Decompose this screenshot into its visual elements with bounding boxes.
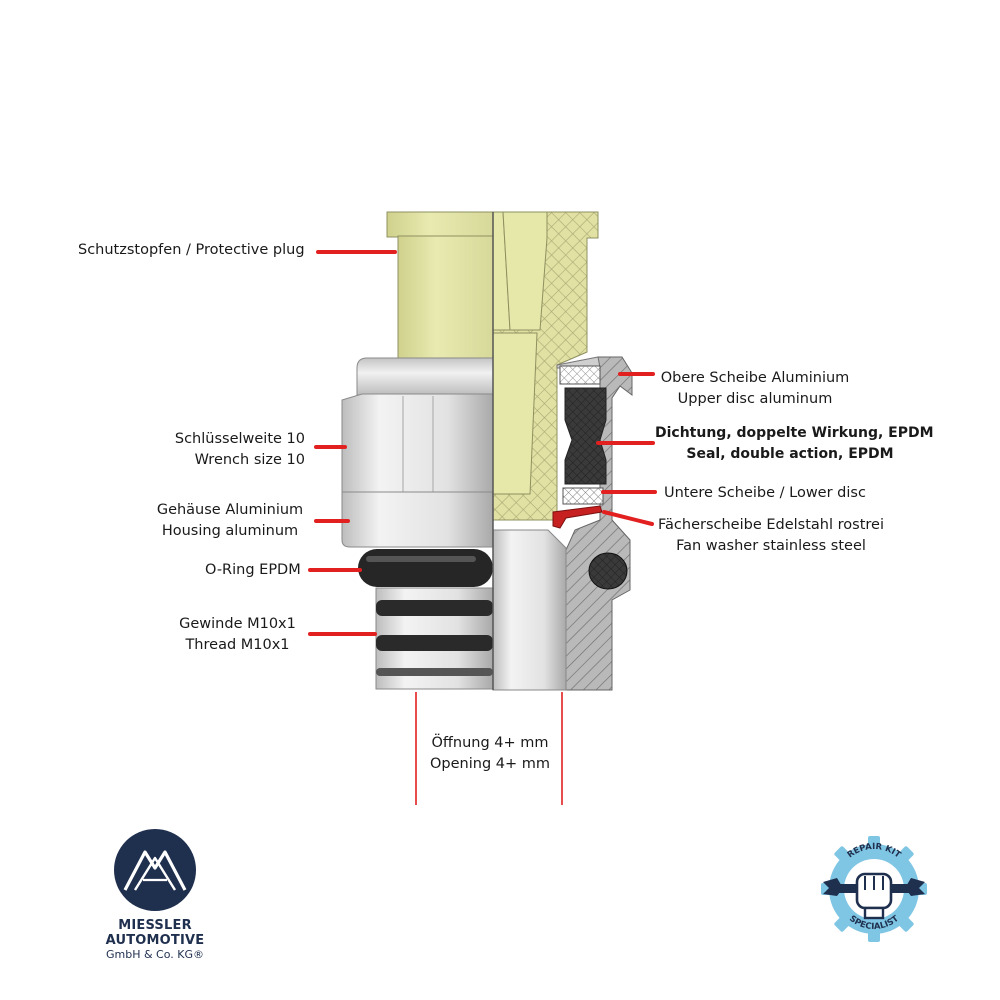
repair-kit-specialist-badge: REPAIR KIT SPECIALIST <box>821 836 927 942</box>
fan-washer <box>552 505 603 529</box>
protective-plug-body <box>397 235 494 359</box>
seal-double-action <box>564 387 607 485</box>
o-ring <box>358 549 493 587</box>
brand-subtitle: GmbH & Co. KG® <box>105 948 204 961</box>
label-housing: Gehäuse Aluminium Housing aluminum <box>156 502 304 539</box>
hex-wrench-flats <box>341 393 494 493</box>
label-seal: Dichtung, doppelte Wirkung, EPDM Seal, d… <box>655 425 934 462</box>
upper-disc <box>559 365 601 385</box>
label-lower-disc: Untere Scheibe / Lower disc <box>664 485 866 501</box>
fist-icon <box>855 872 893 920</box>
leader-fan-washer <box>602 510 654 526</box>
housing-section <box>565 356 633 691</box>
label-thread: Gewinde M10x1 Thread M10x1 <box>179 616 296 653</box>
housing-collar <box>356 357 494 396</box>
label-opening: Öffnung 4+ mm Opening 4+ mm <box>430 735 550 772</box>
section-view <box>492 211 633 691</box>
miessler-logo: MIESSLER AUTOMOTIVE GmbH & Co. KG® <box>70 828 240 961</box>
external-view <box>341 211 494 690</box>
opening-dimension-lines <box>415 692 563 805</box>
label-protective-plug: Schutzstopfen / Protective plug <box>78 242 305 258</box>
label-fan-washer: Fächerscheibe Edelstahl rostrei Fan wash… <box>658 517 884 554</box>
brand-name: MIESSLER AUTOMOTIVE <box>105 918 205 948</box>
bore <box>492 529 567 691</box>
label-o-ring: O-Ring EPDM <box>205 562 301 578</box>
label-wrench-size: Schlüsselweite 10 Wrench size 10 <box>174 431 305 468</box>
leader-lines <box>308 250 657 636</box>
lower-disc <box>562 487 604 505</box>
label-upper-disc: Obere Scheibe Aluminium Upper disc alumi… <box>660 370 850 407</box>
miessler-logo-icon <box>114 829 196 911</box>
o-ring-section <box>588 552 628 590</box>
protective-plug-cap <box>386 211 494 238</box>
housing-body <box>341 491 494 548</box>
